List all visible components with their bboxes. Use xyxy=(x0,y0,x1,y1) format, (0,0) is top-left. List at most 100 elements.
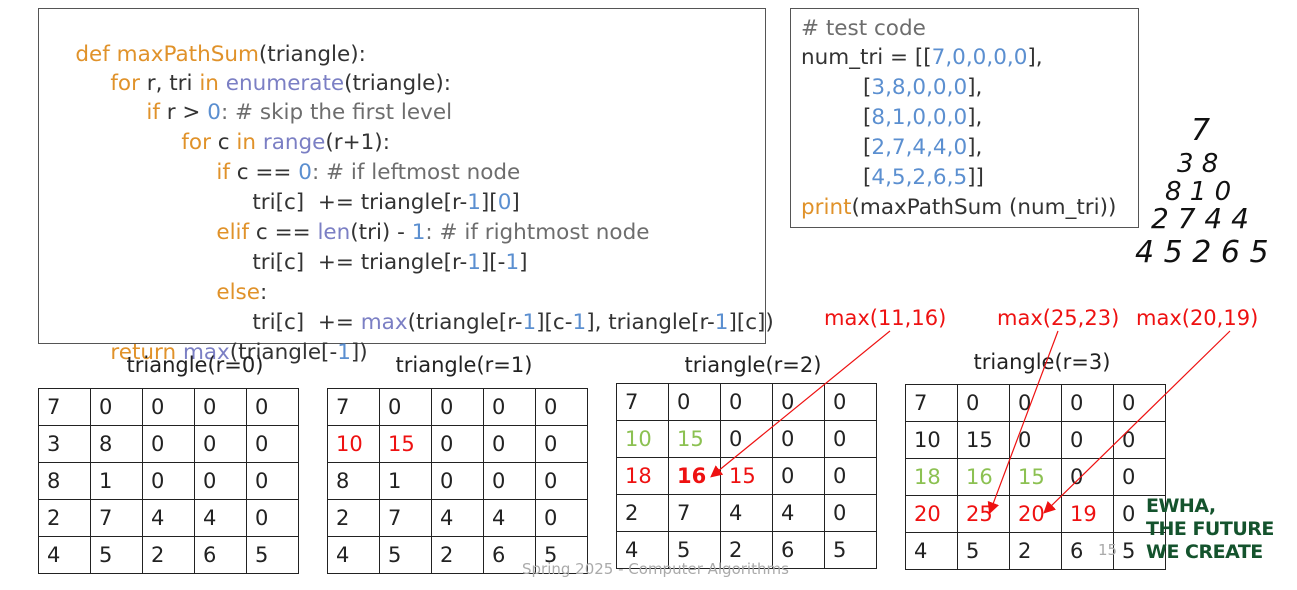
table-cell: 4 xyxy=(483,499,536,537)
number: 1 xyxy=(467,190,481,215)
handwritten-triangle: 7 3 8 8 1 0 2 7 4 4 4 5 2 6 5 xyxy=(1135,113,1269,270)
table-cell: 0 xyxy=(194,425,247,463)
table-cell: 3 xyxy=(38,425,91,463)
table-cell: 0 xyxy=(535,388,588,426)
table-cell: 2 xyxy=(1009,532,1062,570)
table-cell: 0 xyxy=(142,388,195,426)
table-cell: 0 xyxy=(246,388,299,426)
test-row: 8,1,0,0,0 xyxy=(871,105,968,130)
number: 0 xyxy=(207,100,221,125)
table-cell: 2 xyxy=(38,499,91,537)
builtin: len xyxy=(317,220,351,245)
table-cell: 0 xyxy=(824,383,877,421)
table-cell: 0 xyxy=(1113,421,1166,459)
table-cell: 0 xyxy=(1009,421,1062,459)
table-cell: 4 xyxy=(905,532,958,570)
table-cell: 0 xyxy=(246,462,299,500)
ewha-logo: EWHA, THE FUTURE WE CREATE xyxy=(1146,495,1274,564)
table-cell: 20 xyxy=(905,495,958,533)
logo-line: EWHA, xyxy=(1146,495,1216,517)
table-cell: 1 xyxy=(90,462,143,500)
table-cell: 5 xyxy=(1113,532,1166,570)
number: 1 xyxy=(572,310,587,335)
code-text: r > xyxy=(159,100,208,125)
table-cell: 6 xyxy=(1061,532,1114,570)
code-text: (maxPathSum (num_tri)) xyxy=(851,195,1117,220)
table-cell: 18 xyxy=(905,458,958,496)
table-cell: 0 xyxy=(142,425,195,463)
table-cell: 0 xyxy=(483,462,536,500)
table-cell: 0 xyxy=(1113,384,1166,422)
table-cell: 0 xyxy=(772,420,825,458)
page-number: 15 xyxy=(1098,541,1118,559)
comment: : # if leftmost node xyxy=(311,160,521,185)
code-text: ]) xyxy=(350,340,368,365)
table-cell: 0 xyxy=(1061,458,1114,496)
table-cell: 0 xyxy=(824,494,877,532)
table-cell: 7 xyxy=(616,383,669,421)
code-text: r, tri xyxy=(139,71,200,96)
code-text: c xyxy=(210,130,237,155)
table-cell: 0 xyxy=(1061,421,1114,459)
table-cell: 0 xyxy=(142,462,195,500)
max-annotation: max(11,16) xyxy=(824,306,947,330)
footer-text: Spring 2025 - Computer Algorithms xyxy=(522,560,789,578)
table-cell: 10 xyxy=(616,420,669,458)
keyword: if xyxy=(146,100,160,125)
code-text: (triangle[- xyxy=(229,340,338,365)
table-title: triangle(r=1) xyxy=(395,353,533,377)
table-cell: 2 xyxy=(616,494,669,532)
table-cell: 0 xyxy=(957,384,1010,422)
table-cell: 0 xyxy=(246,425,299,463)
table-cell: 5 xyxy=(379,536,432,574)
table-cell: 8 xyxy=(90,425,143,463)
code-text: ][ xyxy=(480,190,498,215)
table-cell: 16 xyxy=(668,457,721,495)
table-cell: 15 xyxy=(668,420,721,458)
code-text: ][- xyxy=(480,250,506,275)
handwritten-row: 7 xyxy=(1191,113,1210,148)
table-cell: 16 xyxy=(957,458,1010,496)
code-text: tri[c] += triangle[r- xyxy=(252,250,468,275)
builtin: enumerate xyxy=(225,71,345,96)
handwritten-row: 8 1 0 xyxy=(1165,177,1231,207)
table-cell: 0 xyxy=(483,388,536,426)
table-cell: 0 xyxy=(194,388,247,426)
builtin: range xyxy=(262,130,326,155)
number: 1 xyxy=(522,310,537,335)
table-cell: 0 xyxy=(668,383,721,421)
table-cell: 0 xyxy=(535,425,588,463)
table-cell: 0 xyxy=(1061,384,1114,422)
keyword: elif xyxy=(216,220,250,245)
table-title: triangle(r=2) xyxy=(684,353,822,377)
table-cell: 0 xyxy=(535,462,588,500)
table-title: triangle(r=0) xyxy=(126,353,264,377)
logo-line: WE CREATE xyxy=(1146,541,1263,563)
table-cell: 4 xyxy=(38,536,91,574)
table-cell: 0 xyxy=(720,420,773,458)
table-cell: 15 xyxy=(379,425,432,463)
table-cell: 2 xyxy=(720,531,773,569)
code-text: : xyxy=(259,280,268,305)
code-text: ] xyxy=(511,190,520,215)
table-cell: 0 xyxy=(772,383,825,421)
test-var: num_tri = [[ xyxy=(801,45,932,70)
table-cell: 0 xyxy=(1113,458,1166,496)
code-text: c == xyxy=(229,160,299,185)
table-cell: 15 xyxy=(720,457,773,495)
table-cell: 7 xyxy=(327,388,380,426)
